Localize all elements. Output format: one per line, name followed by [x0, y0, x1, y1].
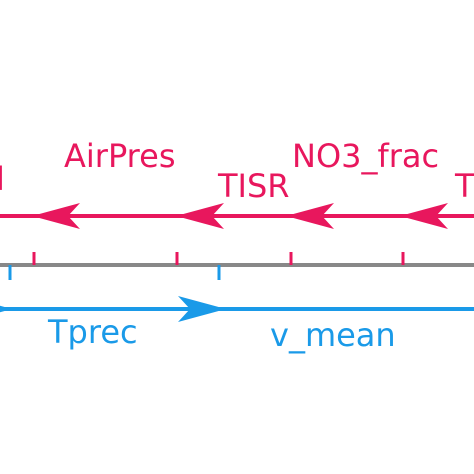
- positive-arrowhead-1: [0, 305, 12, 313]
- negative-arrowhead-3: [286, 203, 334, 229]
- negative-arrowhead-4: [400, 203, 448, 229]
- label-airpres: AirPres: [64, 137, 175, 175]
- label-tprec: Tprec: [47, 313, 138, 351]
- label-cut-left: l: [0, 160, 5, 198]
- label-tisr: TISR: [217, 167, 290, 205]
- negative-arrowhead-1: [32, 203, 80, 229]
- positive-arrowhead-2: [178, 296, 226, 322]
- label-cut-right: T: [454, 167, 474, 205]
- negative-arrowhead-2: [176, 203, 224, 229]
- label-v-mean: v_mean: [270, 316, 396, 354]
- label-no3-frac: NO3_frac: [292, 137, 439, 175]
